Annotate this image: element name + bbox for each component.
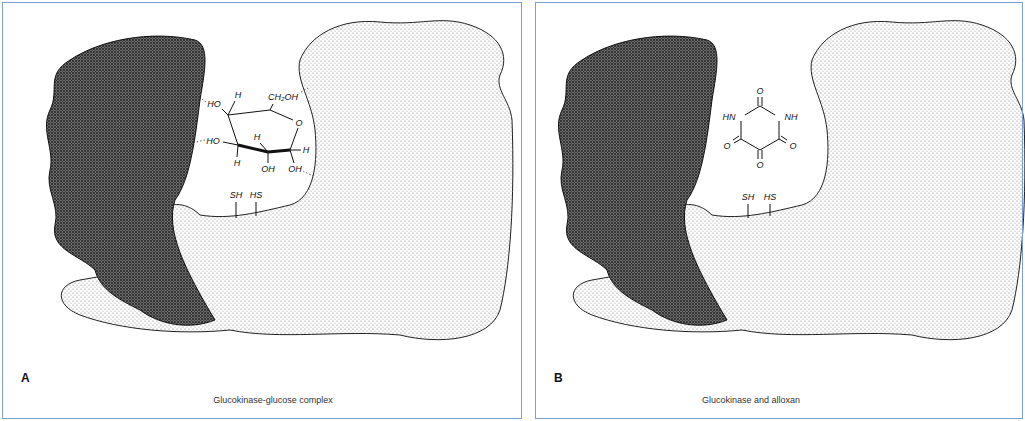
atom-label: HO — [206, 99, 222, 109]
atom-label: SH — [229, 190, 244, 200]
atom-label: HO — [205, 136, 221, 146]
atom-label: HN — [722, 112, 737, 122]
atom-label: O — [755, 86, 764, 96]
figure-panel: A Glucokinase-glucose complex — [2, 2, 522, 419]
atom-label: O — [294, 118, 303, 128]
panel-letter: B — [554, 371, 563, 385]
atom-label: H — [253, 132, 262, 142]
atom-label: HS — [763, 192, 778, 202]
figure-panel: B Glucokinase and alloxan — [535, 2, 1023, 419]
glucokinase — [558, 21, 1024, 340]
atom-label: HS — [249, 190, 264, 200]
figure-caption: Glucokinase-glucose complex — [213, 395, 333, 405]
hydrogen-bonds — [196, 88, 313, 176]
panel-letter: A — [21, 371, 30, 385]
atom-label: H — [234, 90, 243, 100]
atom-label: O — [755, 160, 764, 170]
atom-label: SH — [741, 192, 756, 202]
atom-label: H — [302, 145, 311, 155]
alloxan-structure — [733, 97, 787, 218]
atom-label: CH₂OH — [267, 92, 299, 102]
atom-label: O — [788, 141, 797, 151]
atom-label: O — [722, 141, 731, 151]
figure-caption: Glucokinase and alloxan — [702, 395, 800, 405]
atom-label: OH — [260, 164, 276, 174]
atom-label: NH — [784, 112, 799, 122]
atom-label: H — [233, 158, 242, 168]
atom-label: OH — [287, 164, 303, 174]
glucose-structure — [222, 101, 301, 218]
glucokinase — [46, 21, 512, 340]
